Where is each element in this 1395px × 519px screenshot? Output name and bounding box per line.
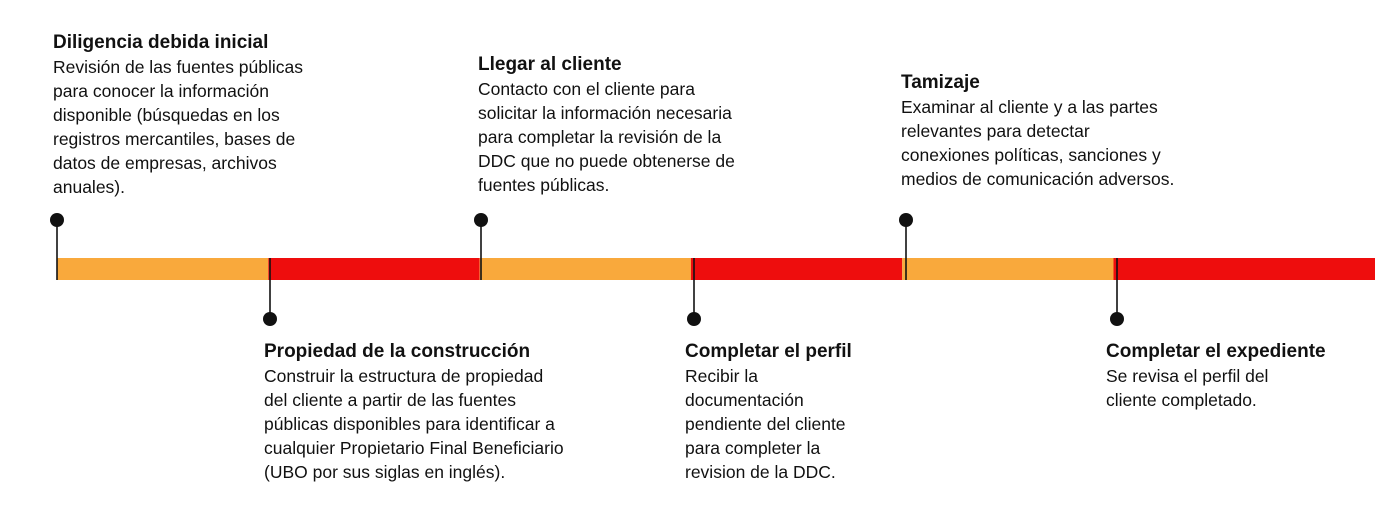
- timeline-segment-light: [479, 258, 691, 280]
- step-description: Se revisa el perfil del cliente completa…: [1106, 366, 1269, 410]
- timeline-bar: [57, 258, 1375, 280]
- timeline-segment-dark: [1113, 258, 1375, 280]
- timeline-connectors: [50, 213, 1124, 326]
- step-title: Propiedad de la construcción: [264, 341, 531, 362]
- step-description: Recibir la documentación pendiente del c…: [685, 366, 846, 482]
- step-description: Revisión de las fuentes públicas para co…: [53, 57, 304, 197]
- milestone-dot: [899, 213, 913, 227]
- timeline-segment-light: [57, 258, 269, 280]
- step-description: Construir la estructura de propiedad del…: [264, 366, 564, 482]
- step-description: Examinar al cliente y a las partes relev…: [901, 97, 1175, 189]
- step-completar-el-expediente: Completar el expediente Se revisa el per…: [1106, 340, 1326, 412]
- step-title: Tamizaje: [901, 72, 980, 93]
- milestone-dot: [50, 213, 64, 227]
- step-title: Completar el perfil: [685, 341, 852, 362]
- step-title: Diligencia debida inicial: [53, 32, 269, 53]
- milestone-dot: [474, 213, 488, 227]
- timeline-segment-light: [902, 258, 1114, 280]
- step-completar-el-perfil: Completar el perfil Recibir la documenta…: [685, 340, 852, 484]
- step-propiedad-de-la-construccion: Propiedad de la construcción Construir l…: [264, 340, 564, 484]
- milestone-dot: [687, 312, 701, 326]
- timeline-segment-dark: [268, 258, 480, 280]
- step-diligencia-debida-inicial: Diligencia debida inicial Revisión de la…: [53, 31, 303, 199]
- step-tamizaje: Tamizaje Examinar al cliente y a las par…: [901, 71, 1174, 191]
- timeline-segment-dark: [690, 258, 903, 280]
- milestone-dot: [263, 312, 277, 326]
- step-description: Contacto con el cliente para solicitar l…: [478, 79, 735, 195]
- step-llegar-al-cliente: Llegar al cliente Contacto con el client…: [478, 53, 735, 197]
- step-title: Llegar al cliente: [478, 54, 622, 75]
- milestone-dot: [1110, 312, 1124, 326]
- step-title: Completar el expediente: [1106, 341, 1326, 362]
